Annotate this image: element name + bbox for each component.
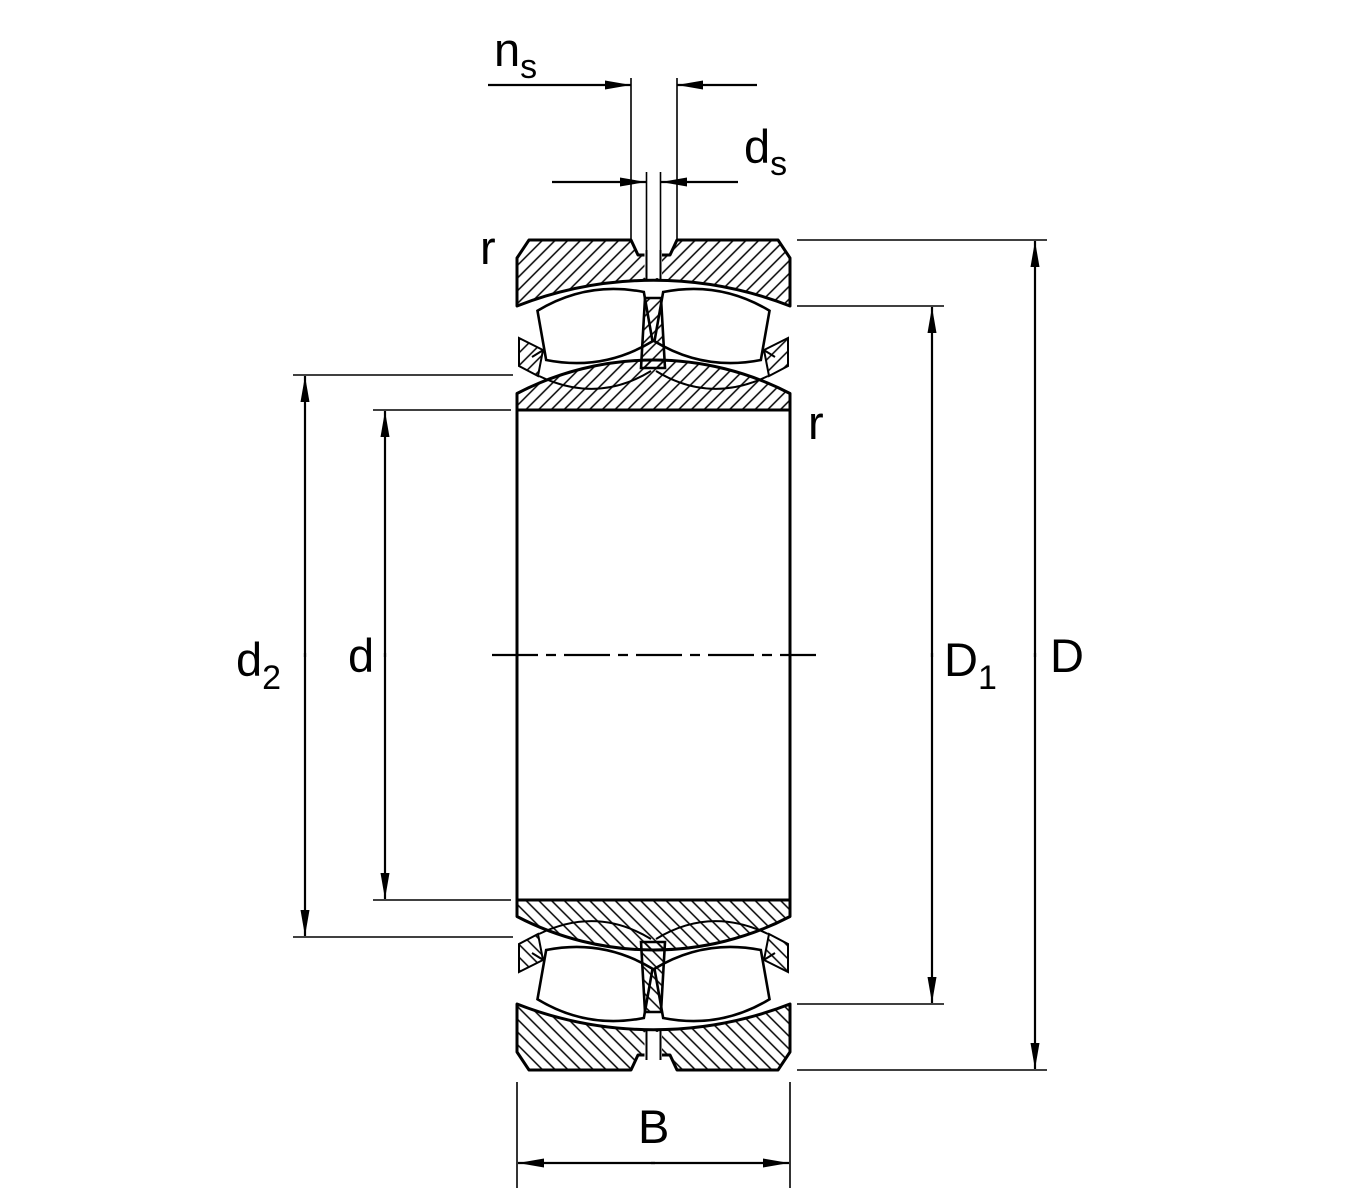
roller-right xyxy=(653,287,771,365)
bearing-upper-half xyxy=(515,238,792,412)
lubrication-hole-edges xyxy=(645,250,662,279)
label-d2: d2 xyxy=(236,633,281,697)
dimension-D1: D1 xyxy=(797,305,997,1005)
guide-rib xyxy=(639,296,667,370)
cage-section-left xyxy=(518,336,545,378)
label-r-upper-left: r xyxy=(480,221,496,274)
cage-rail-lower-right xyxy=(655,370,769,390)
inner-ring-section xyxy=(515,358,792,412)
bearing-lower-half xyxy=(515,898,792,1072)
dimension-d: d xyxy=(348,409,511,901)
label-D: D xyxy=(1050,629,1084,682)
dimension-D: D xyxy=(797,239,1084,1071)
label-B: B xyxy=(638,1100,669,1153)
dimension-d2: d2 xyxy=(236,374,513,938)
cage-section-right xyxy=(762,336,789,378)
roller-right-outline xyxy=(653,287,771,365)
dimension-ds: ds xyxy=(552,120,787,250)
cage-rail-lower-left xyxy=(538,370,652,390)
label-ns: ns xyxy=(494,23,537,86)
label-d: d xyxy=(348,629,374,682)
dimension-B: B xyxy=(516,1082,791,1188)
label-ds: ds xyxy=(744,120,787,183)
label-D1: D1 xyxy=(944,633,997,697)
lubrication-hole xyxy=(644,248,662,278)
dimension-ns: ns xyxy=(488,23,757,240)
label-r-inner-right: r xyxy=(808,396,824,449)
